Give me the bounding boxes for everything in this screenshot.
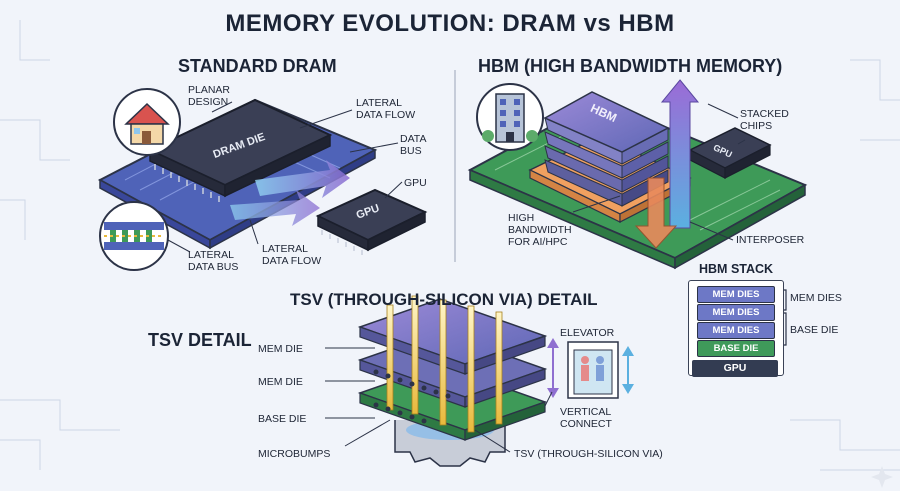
hbm-leader-lines (572, 103, 746, 241)
hbm-gpu-chip (688, 127, 772, 179)
dram-lateral-flow-arrows (230, 160, 350, 226)
stacked-chips-label: STACKED CHIPS (740, 108, 789, 132)
dram-gpu-chip (315, 188, 428, 255)
stack-bar-base-die: BASE DIE (697, 340, 775, 357)
hbm-stacked-chips (543, 91, 670, 207)
microbumps-label: MICROBUMPS (258, 448, 331, 460)
sparkle-icon (871, 466, 893, 488)
building-icon (476, 83, 544, 151)
stack-gpu-bar: GPU (692, 360, 778, 377)
dram-die-chip (147, 98, 333, 202)
tsv-through-silicon-via-label: TSV (THROUGH-SILICON VIA) (514, 448, 663, 460)
tsv-vias (386, 295, 503, 433)
stack-bar-mem-dies-1: MEM DIES (697, 286, 775, 303)
tsv-mem-die-2-label: MEM DIE (258, 376, 303, 388)
lateral-data-bus-zoom-icon (99, 201, 169, 271)
dram-leader-lines (167, 101, 403, 253)
stack-bar-mem-dies-2: MEM DIES (697, 304, 775, 321)
tsv-heading: TSV (THROUGH-SILICON VIA) DETAIL (290, 290, 598, 309)
tsv-side-heading: TSV DETAIL (148, 330, 252, 350)
tsv-base-die-label: BASE DIE (258, 413, 307, 425)
elevator-label: ELEVATOR (560, 327, 615, 339)
planar-design-label: PLANAR DESIGN (188, 84, 231, 108)
gpu-label: GPU (404, 177, 427, 189)
house-icon (113, 88, 181, 156)
stack-mem-dies-label: MEM DIES (790, 292, 842, 304)
hbm-bandwidth-arrow (634, 79, 700, 249)
hbm-stack-heading: HBM STACK (699, 262, 774, 276)
vertical-connect-label: VERTICAL CONNECT (560, 406, 612, 430)
stack-base-die-label: BASE DIE (790, 324, 839, 336)
standard-dram-heading: STANDARD DRAM (178, 56, 337, 76)
interposer-label: INTERPOSER (736, 234, 805, 246)
hbm-heading: HBM (HIGH BANDWIDTH MEMORY) (478, 56, 783, 76)
lateral-data-bus-label: LATERAL DATA BUS (188, 249, 239, 273)
background-circuit-lines (0, 20, 900, 471)
tsv-leader-lines (325, 335, 553, 453)
tsv-mem-die-1-label: MEM DIE (258, 343, 303, 355)
page-title: MEMORY EVOLUTION: DRAM vs HBM (225, 10, 675, 37)
tsv-microbumps (373, 369, 451, 424)
lateral-data-flow-top-label: LATERAL DATA FLOW (356, 97, 416, 121)
elevator-icon (547, 338, 634, 399)
lateral-data-flow-bottom-label: LATERAL DATA FLOW (262, 243, 322, 267)
high-bandwidth-label: HIGH BANDWIDTH FOR AI/HPC (508, 212, 572, 248)
data-bus-label: DATA BUS (400, 133, 426, 157)
stack-bar-mem-dies-3: MEM DIES (697, 322, 775, 339)
